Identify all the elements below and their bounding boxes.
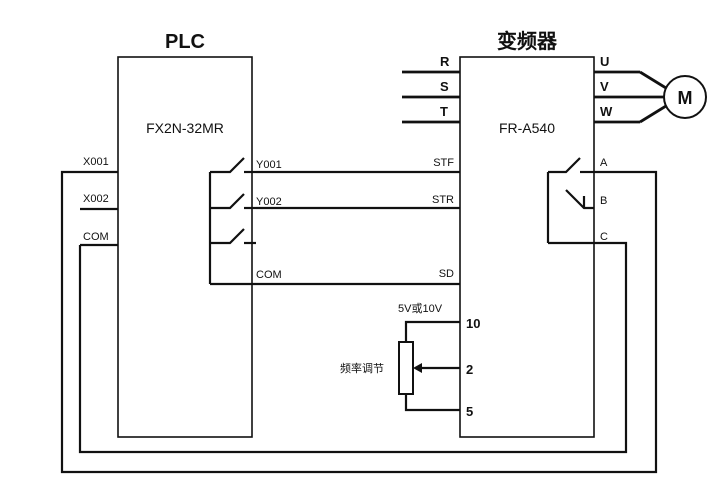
terminal-r: R (440, 54, 450, 69)
terminal-5: 5 (466, 404, 473, 419)
inverter-title: 变频器 (497, 29, 558, 53)
terminal-sd: SD (439, 268, 454, 280)
contact-y001 (210, 157, 245, 174)
plc-body (117, 56, 253, 438)
inverter-model: FR-A540 (499, 120, 555, 136)
inverter-block: 变频器 FR-A540 R S T U V W STF STR SD A B C (402, 29, 667, 438)
pot-label: 频率调节 (340, 361, 384, 375)
inverter-body (459, 56, 595, 438)
pot-voltage-label: 5V或10V (398, 302, 443, 315)
terminal-a: A (600, 157, 608, 169)
plc-title: PLC (165, 31, 205, 53)
terminal-w: W (600, 104, 613, 119)
terminal-stf: STF (433, 157, 454, 169)
plc-block: PLC FX2N-32MR X001 X002 COM Y001 Y002 CO… (80, 31, 282, 438)
plc-model: FX2N-32MR (146, 120, 224, 136)
wire-a-x001 (60, 170, 658, 474)
terminal-b: B (600, 195, 607, 207)
terminal-str: STR (432, 194, 454, 206)
terminal-10: 10 (466, 316, 480, 331)
terminal-v: V (600, 79, 609, 94)
pot-resistor (398, 341, 414, 395)
pot-top-wire (404, 320, 460, 342)
terminal-2: 2 (466, 362, 473, 377)
contact-y002 (210, 193, 245, 210)
feedback-wires (60, 170, 658, 474)
terminal-u: U (600, 54, 609, 69)
pot-bottom-wire (404, 394, 460, 412)
wire-c-com (78, 241, 628, 454)
terminal-s: S (440, 79, 449, 94)
contact-3 (210, 228, 245, 245)
inverter-relay-contacts (546, 157, 594, 245)
terminal-c: C (600, 231, 608, 243)
motor: M (663, 75, 707, 119)
plc-output-contacts (208, 157, 256, 284)
plc-output-y001: Y001 (256, 159, 282, 171)
terminal-t: T (440, 104, 448, 119)
plc-output-y002: Y002 (256, 196, 282, 208)
plc-input-com: COM (83, 231, 109, 243)
plc-input-x001: X001 (83, 156, 109, 168)
plc-input-x002: X002 (83, 193, 109, 205)
interconnect-wires (210, 170, 460, 286)
motor-circle (663, 75, 707, 119)
motor-label: M (678, 88, 693, 108)
pot-wiper-arrow (413, 363, 422, 373)
plc-output-com: COM (256, 269, 282, 281)
potentiometer: 5V或10V 频率调节 (340, 302, 460, 412)
